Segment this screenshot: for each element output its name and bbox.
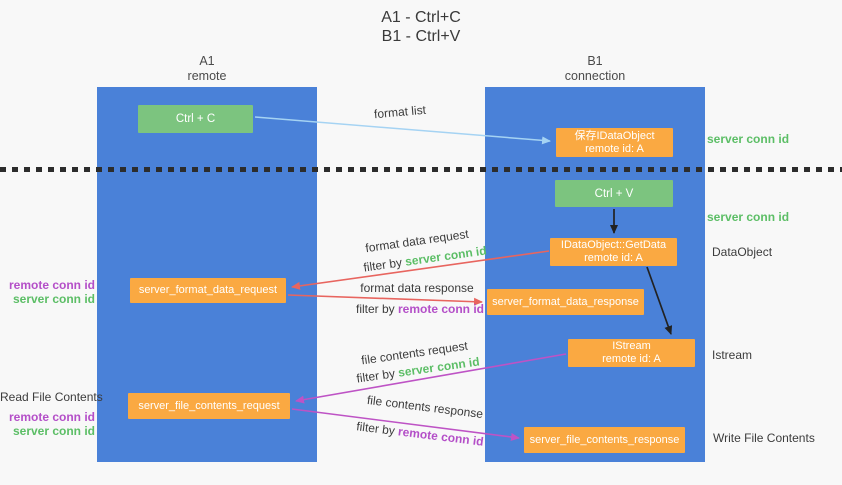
filter-by-text: filter by: [355, 302, 398, 316]
node-idataobject-getdata: IDataObject::GetData remote id: A: [550, 238, 677, 266]
node-server-format-data-request: server_format_data_request: [130, 278, 286, 303]
node-server-file-contents-request: server_file_contents_request: [128, 393, 290, 419]
write-file-contents-label: Write File Contents: [713, 431, 815, 445]
file-contents-request-arrow: [295, 353, 567, 404]
diagram-title: A1 - Ctrl+C B1 - Ctrl+V: [301, 8, 541, 46]
left-server-conn-id-2: server conn id: [12, 424, 95, 438]
title-line-2: B1 - Ctrl+V: [381, 28, 461, 45]
right-server-conn-id-mid: server conn id: [707, 210, 790, 224]
format-list-arrow: [254, 116, 551, 145]
lane-a1-name: A1: [199, 54, 215, 68]
lane-header-b1: B1 connection: [485, 54, 705, 84]
istream-side-label: Istream: [712, 348, 753, 362]
lane-header-a1: A1 remote: [97, 54, 317, 84]
node-server-format-data-response: server_format_data_response: [487, 289, 644, 315]
node-save-idataobject-line1: 保存IDataObject: [574, 129, 655, 142]
right-server-conn-id-top: server conn id: [707, 132, 790, 146]
node-format-request-label: server_format_data_request: [138, 284, 278, 296]
file-contents-response-arrow: [291, 408, 520, 441]
section-divider-dashed-line: [0, 167, 842, 172]
left-remote-conn-id-2: remote conn id: [8, 410, 95, 424]
lane-b1-name: B1: [587, 54, 603, 68]
left-server-conn-id-1: server conn id: [12, 292, 95, 306]
remote-conn-id-text: remote conn id: [398, 302, 485, 316]
format-data-response-arrow: [287, 294, 483, 306]
dataobject-label: DataObject: [712, 245, 773, 259]
getdata-to-istream-arrow: [646, 266, 673, 335]
node-ctrl-c: Ctrl + C: [138, 105, 253, 133]
node-istream-line1: IStream: [612, 340, 651, 352]
node-file-response-label: server_file_contents_response: [529, 433, 680, 446]
lane-a1-subtitle: remote: [187, 69, 227, 83]
lane-b1-subtitle: connection: [564, 69, 626, 83]
node-getdata-line2: remote id: A: [584, 252, 643, 264]
node-ctrl-v-label: Ctrl + V: [594, 187, 634, 200]
node-format-response-label: server_format_data_response: [492, 295, 639, 308]
node-file-request-label: server_file_contents_request: [138, 399, 280, 412]
node-save-idataobject-line2: remote id: A: [585, 142, 644, 155]
read-file-contents-label: Read File Contents: [0, 390, 103, 404]
node-ctrl-v: Ctrl + V: [555, 180, 673, 207]
format-data-request-arrow: [291, 250, 550, 290]
node-server-file-contents-response: server_file_contents_response: [524, 427, 685, 453]
node-istream-line2: remote id: A: [602, 353, 661, 365]
format-data-response-label: format data response: [360, 281, 474, 295]
left-remote-conn-id-1: remote conn id: [8, 278, 95, 292]
format-data-response-filter-label: filter by remote conn id: [345, 302, 495, 316]
node-istream: IStream remote id: A: [568, 339, 695, 367]
node-getdata-line1: IDataObject::GetData: [560, 239, 667, 251]
node-ctrl-c-label: Ctrl + C: [175, 113, 216, 125]
node-save-idataobject: 保存IDataObject remote id: A: [556, 128, 673, 157]
title-line-1: A1 - Ctrl+C: [381, 9, 461, 26]
